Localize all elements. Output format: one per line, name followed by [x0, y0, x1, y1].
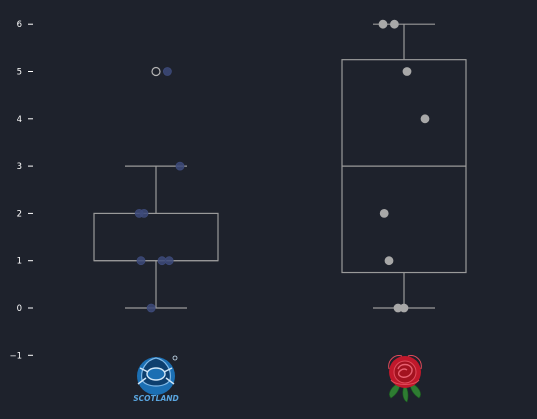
y-tick-label: −1: [9, 351, 22, 361]
england-rose-petal-edges: [388, 355, 422, 385]
scotland-box: [93, 212, 219, 262]
y-tick-label: 5: [17, 68, 22, 78]
scotland-data-point: [164, 256, 174, 266]
england-data-point: [379, 208, 389, 218]
england-rose-swirl: [397, 363, 413, 378]
england-data-point: [420, 114, 430, 124]
scotland-logo-ball: [146, 367, 166, 381]
y-tick-label: 0: [17, 304, 22, 314]
england-data-point: [384, 256, 394, 266]
y-tick-label: 2: [17, 209, 22, 219]
england-data-point: [402, 67, 412, 76]
scotland-logo-leaves: [137, 367, 175, 385]
england-data-point: [399, 303, 409, 313]
scotland-data-point: [175, 161, 185, 171]
scotland-logo: SCOTLAND: [133, 355, 179, 403]
y-tick-label: 3: [17, 162, 22, 172]
y-tick-label: 1: [17, 257, 22, 267]
england-data-point: [378, 19, 388, 29]
points-layer: [134, 19, 430, 313]
boxes-layer: [93, 23, 467, 309]
scotland-data-point: [146, 303, 156, 313]
y-tick-label: 6: [17, 20, 22, 30]
scotland-logo-text: SCOTLAND: [133, 394, 178, 403]
england-rose-logo: [388, 355, 422, 403]
scotland-data-point: [162, 67, 172, 76]
scotland-logo-mark: [172, 355, 178, 361]
england-rose-leaves: [389, 381, 421, 403]
england-data-point: [389, 19, 399, 29]
scotland-data-point: [136, 256, 146, 266]
y-tick-label: 4: [17, 115, 22, 125]
scotland-data-point: [139, 208, 149, 218]
y-axis: −1 0 1 2 3 4 5 6: [9, 20, 33, 361]
scotland-outlier-point: [151, 66, 161, 77]
